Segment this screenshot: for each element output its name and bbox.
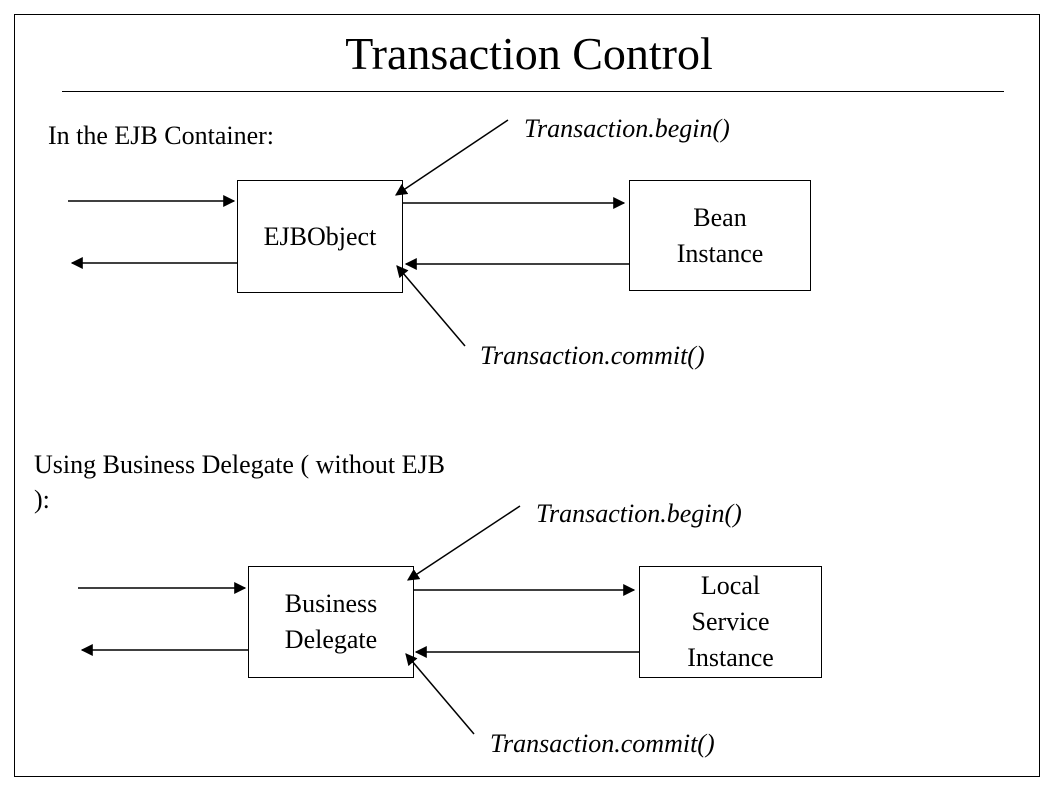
local-service-instance-box: Local Service Instance <box>639 566 822 678</box>
section2-heading-line2: ): <box>34 485 50 514</box>
slide-frame <box>14 14 1040 777</box>
section1-begin-label: Transaction.begin() <box>524 114 730 143</box>
ejbobject-label: EJBObject <box>263 221 377 251</box>
section1-commit-label: Transaction.commit() <box>480 341 705 370</box>
slide-title: Transaction Control <box>345 28 713 79</box>
business-delegate-box: Business Delegate <box>248 566 414 678</box>
title-divider <box>62 91 1004 92</box>
section1-heading: In the EJB Container: <box>48 121 275 150</box>
section2-commit-label: Transaction.commit() <box>490 729 715 758</box>
section2-heading-line1: Using Business Delegate ( without EJB <box>34 450 445 479</box>
local-service-label-line1: Local <box>700 571 761 600</box>
local-service-label-line3: Instance <box>687 643 774 672</box>
bean-instance-box: Bean Instance <box>629 180 811 291</box>
section2-begin-label: Transaction.begin() <box>536 499 742 528</box>
ejbobject-box: EJBObject <box>237 180 403 293</box>
bean-instance-label-line1: Bean <box>693 202 747 232</box>
local-service-label-line2: Service <box>691 607 770 636</box>
delegate-begin-pointer-arrow <box>406 505 521 581</box>
begin-pointer-arrow <box>395 119 509 196</box>
business-delegate-label-line1: Business <box>284 589 378 618</box>
delegate-commit-pointer-arrow <box>405 653 475 735</box>
business-delegate-label-line2: Delegate <box>284 625 378 654</box>
commit-pointer-arrow <box>396 265 466 347</box>
bean-instance-label-line2: Instance <box>676 238 764 268</box>
